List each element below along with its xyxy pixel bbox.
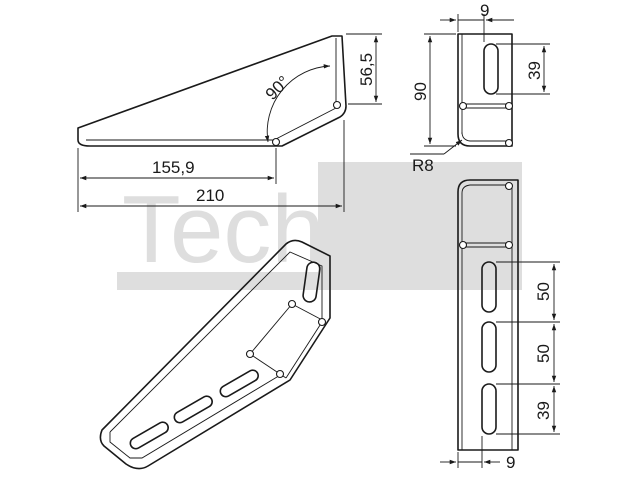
angle-label: 90° bbox=[262, 72, 294, 104]
angle-arc bbox=[264, 64, 331, 143]
dim-slot-top-label: 39 bbox=[525, 61, 544, 80]
iso-weld-dot bbox=[317, 317, 327, 327]
watermark-block bbox=[318, 162, 522, 290]
slot bbox=[302, 261, 321, 303]
front-view-bottom-outline bbox=[457, 179, 519, 451]
iso-weld-dot bbox=[287, 299, 297, 309]
iso-weld-dot bbox=[275, 369, 285, 379]
iso-diagonal bbox=[249, 303, 293, 355]
front-view-top-weld-dot bbox=[504, 101, 514, 111]
slot bbox=[483, 43, 499, 95]
watermark: TechXXL bbox=[117, 162, 522, 290]
front-view-bottom-weld-dot bbox=[504, 181, 514, 191]
slot bbox=[219, 369, 259, 398]
iso-inner-edge bbox=[109, 251, 323, 433]
dim-length-inner-label: 155,9 bbox=[152, 158, 195, 177]
front-view-bottom: 50 50 39 9 bbox=[440, 179, 560, 472]
side-view-outline bbox=[77, 35, 347, 147]
dim-slot-bottom-label: 39 bbox=[534, 401, 553, 420]
dim-pitch-1-label: 50 bbox=[534, 282, 553, 301]
front-view-top-outline bbox=[457, 33, 513, 147]
iso-diagonal bbox=[285, 321, 323, 379]
watermark-text: TechXXL bbox=[122, 176, 506, 283]
iso-outline bbox=[99, 239, 331, 470]
slot bbox=[129, 421, 169, 450]
radius-leader bbox=[443, 139, 463, 155]
dim-height-label: 90 bbox=[411, 82, 430, 101]
side-view-weld-dot bbox=[271, 137, 281, 147]
slot bbox=[173, 395, 213, 424]
side-view: 90° 56,5 155,9 210 bbox=[77, 33, 382, 212]
dim-radius-label: R8 bbox=[412, 156, 434, 175]
dim-height-tip-label: 56,5 bbox=[357, 53, 376, 86]
front-view-top-bend bbox=[461, 131, 512, 142]
iso-weld-dot bbox=[245, 349, 255, 359]
slot bbox=[481, 321, 497, 373]
slot bbox=[481, 383, 497, 435]
dim-pitch-2-label: 50 bbox=[534, 344, 553, 363]
dim-width-bottom-label: 9 bbox=[506, 453, 515, 472]
front-view-top-weld-dot bbox=[504, 138, 514, 148]
dim-width-top-label: 9 bbox=[480, 1, 489, 20]
front-view-bottom-weld-dot bbox=[504, 240, 514, 250]
iso-base-edge bbox=[109, 373, 283, 459]
front-view-bottom-weld-dot bbox=[458, 240, 468, 250]
front-view-bottom-bend bbox=[461, 184, 513, 450]
front-view-top-weld-dot bbox=[458, 101, 468, 111]
slot bbox=[481, 261, 497, 313]
isometric-view bbox=[99, 239, 331, 470]
dim-length-total-label: 210 bbox=[196, 186, 224, 205]
side-view-weld-dot bbox=[332, 100, 342, 110]
front-view-top: 9 90 39 R8 bbox=[410, 1, 550, 175]
